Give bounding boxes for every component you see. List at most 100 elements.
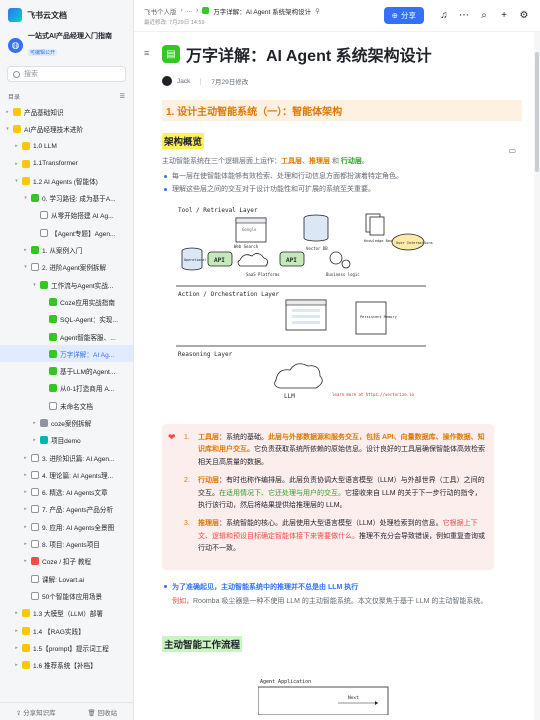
crumb-sep: › — [180, 7, 183, 14]
space-badge: 可编辑公开 — [28, 49, 58, 56]
chevron-down-icon[interactable]: ▾ — [15, 177, 18, 184]
intro-paragraph: 主动智能系统在三个逻辑层面上运作：工具层、推理层 和 行动层。 — [162, 158, 369, 165]
chevron-right-icon[interactable]: ▸ — [6, 108, 9, 115]
sidebar-item[interactable]: ▸ 4. 理论篇: AI Agents理... — [0, 466, 133, 483]
sidebar-item[interactable]: ▾ 1.2 AI Agents (智能体) — [0, 172, 133, 189]
sidebar-item[interactable]: ▸产品基础知识 — [0, 103, 133, 120]
add-icon[interactable]: + — [501, 10, 507, 21]
chevron-right-icon[interactable]: ▸ — [24, 506, 27, 513]
sidebar-item[interactable]: ▸1.6 推荐系统【补档】 — [0, 657, 133, 674]
chevron-right-icon[interactable]: ▸ — [24, 454, 27, 461]
sidebar-item[interactable]: SQL-Agent：实现... — [0, 311, 133, 328]
settings-icon[interactable]: ⚙ — [519, 10, 529, 21]
chevron-right-icon[interactable]: ▸ — [15, 143, 18, 150]
chevron-right-icon[interactable]: ▸ — [15, 627, 18, 634]
folder-icon — [22, 661, 30, 670]
sidebar-item[interactable]: 课解: Lovart.ai — [0, 570, 133, 587]
chevron-right-icon[interactable]: ▸ — [24, 541, 27, 548]
space-header[interactable]: ◍ 一站式AI产品经理入门指南 可编辑公开 — [0, 30, 133, 60]
more-icon[interactable]: ⋯ — [459, 10, 469, 21]
sidebar-item[interactable]: ▸6. 精选: AI Agents文章 — [0, 484, 133, 501]
brand-name: 飞书云文档 — [27, 10, 67, 20]
sidebar-item[interactable]: ▸7. 产品: Agents产品分析 — [0, 501, 133, 518]
sidebar-item[interactable]: ▸1. 从案例入门 — [0, 241, 133, 258]
recycle-bin-button[interactable]: 🗑 回收站 — [87, 709, 118, 717]
sidebar-item[interactable]: ▸8. 项目: Agents项目 — [0, 535, 133, 552]
sidebar-item[interactable]: ▾ 0. 学习路径: 成为基于A... — [0, 189, 133, 206]
sidebar-item[interactable]: 从零开始搭建 AI Ag... — [0, 207, 133, 224]
sidebar-item-label: 4. 理论篇: AI Agents理... — [42, 472, 114, 480]
sidebar-item[interactable]: ▾AI产品经理技术进阶 — [0, 120, 133, 137]
chevron-right-icon[interactable]: ▸ — [15, 610, 18, 617]
sidebar-item[interactable]: 从0-1打造商用 A... — [0, 380, 133, 397]
chevron-right-icon[interactable]: ▸ — [24, 247, 27, 254]
chevron-right-icon[interactable]: ▸ — [24, 471, 27, 478]
sidebar-item[interactable]: ▸1.4 【RAG实践】 — [0, 622, 133, 639]
sidebar-item[interactable]: 未命名文档 — [0, 397, 133, 414]
bell-icon[interactable]: ♫ — [440, 10, 448, 21]
crumb-root[interactable]: 飞书个人版 — [144, 8, 177, 16]
sidebar-item[interactable]: ▸ coze案例拆解 — [0, 414, 133, 431]
tip-paragraph: 例如，Roomba 吸尘器是一种不使用 LLM 的主动智能系统。本文仅聚焦于基于… — [172, 597, 488, 605]
sidebar-item-label: 50个智能体应用场景 — [42, 593, 103, 601]
chevron-right-icon[interactable]: ▸ — [15, 160, 18, 167]
chevron-right-icon[interactable]: ▸ — [24, 489, 27, 496]
doc-meta: Jack 7月29日修改 — [162, 76, 522, 86]
chevron-down-icon[interactable]: ▾ — [24, 264, 27, 271]
comment-icon[interactable]: ▭ — [508, 146, 516, 155]
sidebar-item[interactable]: Agent智能客服、... — [0, 328, 133, 345]
outline-icon[interactable]: ≡ — [144, 48, 150, 58]
pin-icon[interactable]: ⚲ — [315, 7, 320, 15]
sidebar-item[interactable]: ▸ 9. 应用: AI Agents全景图 — [0, 518, 133, 535]
callout-box: ❤ 1. 工具层：系统的基础。此层与外部数据源和服务交互，包括 API、向量数据… — [162, 424, 494, 570]
sidebar-item-label: 0. 学习路径: 成为基于A... — [42, 196, 116, 204]
chevron-down-icon[interactable]: ▾ — [6, 125, 9, 132]
sidebar-item-label: 9. 应用: AI Agents全景图 — [42, 524, 115, 532]
avatar[interactable] — [162, 76, 172, 86]
sidebar-item[interactable]: Coze应用实战指南 — [0, 293, 133, 310]
search-placeholder: 搜索 — [24, 71, 38, 78]
diagram-llm: LLM — [284, 393, 295, 400]
share-space-button[interactable]: ⇪ 分享知识库 — [15, 709, 56, 717]
sidebar-item[interactable]: 基于LLM的Agent... — [0, 362, 133, 379]
share-button[interactable]: ⊕ 分享 — [383, 7, 424, 24]
sidebar-item[interactable]: ▸项目demo — [0, 432, 133, 449]
sidebar-item[interactable]: ▸1.0 LLM — [0, 138, 133, 155]
doc-green-icon — [31, 246, 39, 255]
sidebar-item[interactable]: ▸Coze / 扣子 教程 — [0, 553, 133, 570]
crumb-dots[interactable]: ... — [186, 7, 193, 14]
diagram-google: Google — [242, 227, 257, 232]
scrollbar-thumb[interactable] — [535, 52, 539, 172]
crumb-current[interactable]: 万字详解：AI Agent 系统架构设计 — [213, 8, 312, 16]
search-icon[interactable]: ⌕ — [481, 10, 487, 21]
heading-2-workflow: 主动智能工作流程 — [162, 635, 243, 652]
diagram-web-search: Web Search — [234, 244, 259, 249]
chevron-right-icon[interactable]: ▸ — [15, 644, 18, 651]
sidebar-item-label: 课解: Lovart.ai — [42, 576, 85, 584]
sidebar-item-label: 1.2 AI Agents (智能体) — [33, 178, 98, 186]
main-area: 飞书个人版 › ... › 万字详解：AI Agent 系统架构设计 ⚲ 最近修… — [134, 0, 540, 720]
sidebar-item[interactable]: ▾2. 进阶Agent案例拆解 — [0, 259, 133, 276]
chevron-right-icon[interactable]: ▸ — [15, 662, 18, 669]
chevron-down-icon[interactable]: ▾ — [33, 281, 36, 288]
sidebar-item[interactable]: ▸1.5【prompt】提示词工程 — [0, 639, 133, 656]
chevron-right-icon[interactable]: ▸ — [33, 419, 36, 426]
sidebar-item[interactable]: 【Agent专题】Agen... — [0, 224, 133, 241]
sidebar-item[interactable]: 万字详解：AI Ag... — [0, 345, 133, 363]
sidebar-item[interactable]: ▸3. 进阶知识篇: AI Agen... — [0, 449, 133, 466]
collapse-all-icon[interactable]: ☰ — [119, 94, 125, 100]
scrollbar[interactable] — [534, 32, 540, 720]
chevron-down-icon[interactable]: ▾ — [24, 195, 27, 202]
sidebar-item-label: coze案例拆解 — [51, 420, 92, 428]
chevron-right-icon[interactable]: ▸ — [33, 437, 36, 444]
sidebar-item[interactable]: ▸1.1Transformer — [0, 155, 133, 172]
chevron-right-icon[interactable]: ▸ — [24, 558, 27, 565]
author-name[interactable]: Jack — [177, 77, 191, 85]
sidebar-item[interactable]: ▾工作流与Agent实战... — [0, 276, 133, 293]
chevron-right-icon[interactable]: ▸ — [24, 523, 27, 530]
sidebar-item[interactable]: ▸1.3 大模型（LLM）部署 — [0, 605, 133, 622]
doc-title: ▤ 万字详解：AI Agent 系统架构设计 — [162, 42, 522, 66]
sidebar-item[interactable]: 50个智能体应用场景 — [0, 587, 133, 604]
sidebar-search[interactable]: 搜索 — [7, 66, 126, 82]
doc-icon — [31, 470, 39, 479]
